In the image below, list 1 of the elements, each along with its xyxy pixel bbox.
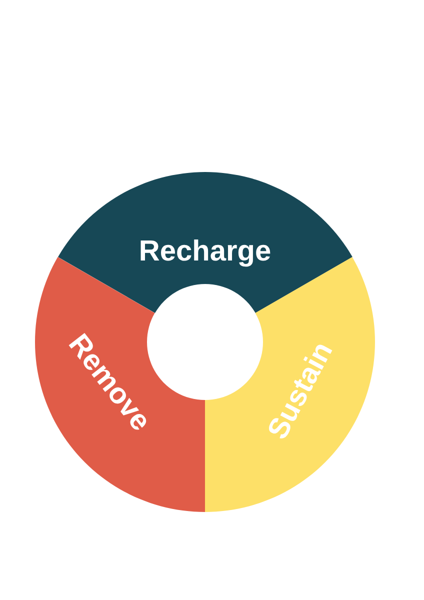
segment-label: Recharge — [138, 238, 272, 266]
